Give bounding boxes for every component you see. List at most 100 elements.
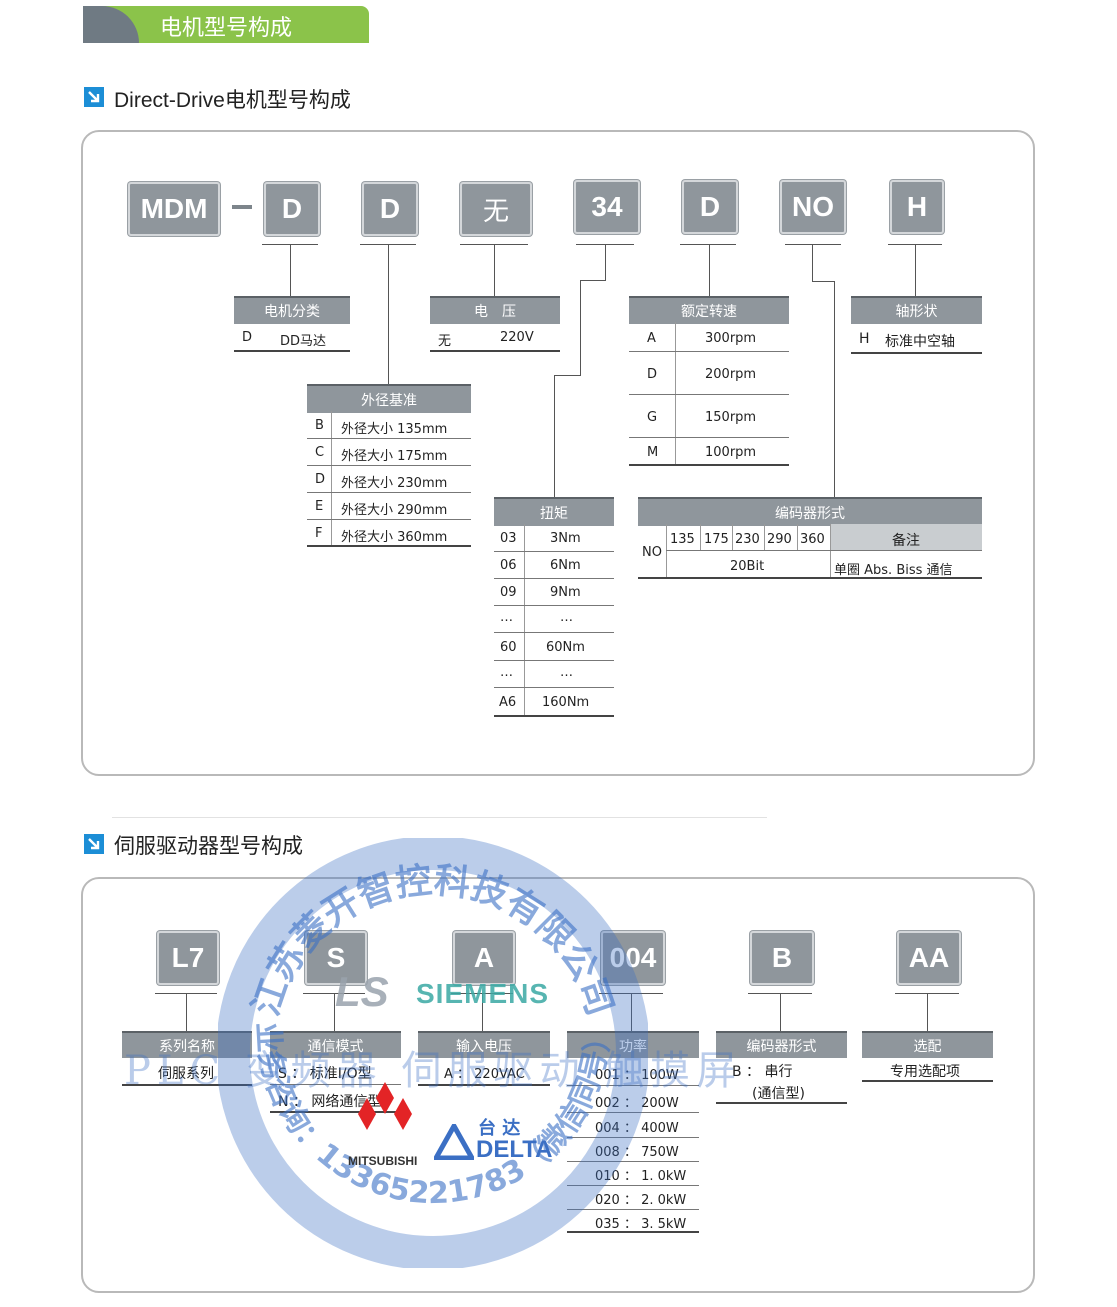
- connector: [482, 993, 483, 1031]
- table-header: 电 压: [430, 296, 560, 324]
- table-rule: [567, 1112, 699, 1113]
- table-cell: 004 ： 400W: [595, 1121, 679, 1136]
- table-rule: [638, 577, 982, 579]
- table-rule: [629, 464, 789, 466]
- table-header: 通信模式: [270, 1031, 401, 1058]
- size-cell: 135: [670, 532, 695, 547]
- table-rule: [629, 394, 789, 395]
- connector: [290, 244, 291, 296]
- table-cell: F: [315, 526, 323, 541]
- table-cell: …: [560, 610, 573, 625]
- encoder-code: NO: [642, 545, 662, 560]
- table-cell: 外径大小 175mm: [341, 449, 448, 464]
- connector: [580, 280, 606, 281]
- section1-panel: [81, 130, 1035, 776]
- resolution-cell: 20Bit: [730, 559, 765, 574]
- table-cell: 外径大小 360mm: [341, 530, 448, 545]
- drive-encoder-table: 编码器形式 B ： 串行 (通信型): [716, 1031, 847, 1107]
- table-cell: 60Nm: [546, 640, 585, 655]
- table-header: 输入电压: [418, 1031, 550, 1058]
- table-rule: [122, 1084, 252, 1086]
- code-box-series: L7: [157, 931, 219, 985]
- connector: [812, 281, 834, 282]
- connector: [554, 375, 581, 376]
- table-cell: 150rpm: [705, 410, 757, 425]
- motor-class-table: 电机分类 D DD马达: [234, 296, 350, 352]
- code-box-input: A: [453, 931, 515, 985]
- table-header: 功率: [567, 1031, 699, 1058]
- series-table: 系列名称 伺服系列: [122, 1031, 252, 1087]
- table-rule: [666, 550, 982, 551]
- table-header: 电机分类: [234, 296, 350, 324]
- table-cell: 035 ： 3. 5kW: [595, 1217, 687, 1232]
- table-rule: [629, 437, 789, 438]
- code-dash: [232, 205, 252, 209]
- table-rule: [567, 1161, 699, 1162]
- column-divider: [797, 524, 798, 550]
- table-cell: 9Nm: [550, 585, 581, 600]
- table-cell: 020 ： 2. 0kW: [595, 1193, 687, 1208]
- table-cell: 300rpm: [705, 331, 757, 346]
- connector: [834, 281, 835, 497]
- comm-table: 通信模式 S ： 标准I/O型 N ： 网络通信型: [270, 1031, 401, 1115]
- connector: [927, 993, 928, 1031]
- table-cell: 6Nm: [550, 558, 581, 573]
- table-cell: D: [242, 330, 253, 345]
- table-cell: (通信型): [752, 1086, 805, 1102]
- table-rule: [418, 1084, 550, 1086]
- code-box-encoder: B: [750, 931, 814, 985]
- connector: [494, 244, 495, 296]
- table-cell: 外径大小 290mm: [341, 503, 448, 518]
- table-rule: [851, 352, 982, 354]
- table-cell: 06: [500, 558, 517, 573]
- column-divider: [700, 524, 701, 550]
- table-cell: 002 ： 200W: [595, 1096, 679, 1111]
- table-cell: D: [647, 367, 658, 382]
- connector: [580, 280, 581, 376]
- torque-table: 扭矩 03 3Nm 06 6Nm 09 9Nm … … 60 60Nm … … …: [494, 497, 614, 719]
- table-rule: [494, 632, 614, 633]
- table-header: 编码器形式: [638, 497, 982, 526]
- code-box-shaft: H: [890, 180, 944, 234]
- code-box-diameter: D: [362, 182, 418, 236]
- table-cell: 60: [500, 640, 517, 655]
- table-rule: [494, 660, 614, 661]
- table-cell: 001 ： 100W: [595, 1068, 679, 1083]
- table-cell: 专用选配项: [890, 1064, 960, 1080]
- table-cell: DD马达: [280, 334, 327, 349]
- table-rule: [567, 1209, 699, 1210]
- connector: [186, 993, 187, 1031]
- underline: [680, 244, 736, 245]
- note-cell: 单圈 Abs. Biss 通信: [834, 563, 953, 578]
- table-cell: C: [315, 445, 325, 460]
- power-table: 功率 001 ： 100W 002 ： 200W 004 ： 400W 008 …: [567, 1031, 699, 1235]
- table-rule: [716, 1102, 847, 1104]
- table-cell: 3Nm: [550, 531, 581, 546]
- column-divider: [666, 524, 667, 578]
- table-rule: [307, 438, 471, 439]
- table-rule: [494, 687, 614, 688]
- table-rule: [567, 1137, 699, 1138]
- table-cell: …: [500, 665, 513, 680]
- table-cell: B ： 串行: [732, 1064, 793, 1080]
- diameter-table: 外径基准 B 外径大小 135mm C 外径大小 175mm D 外径大小 23…: [307, 384, 471, 550]
- column-divider: [764, 524, 765, 550]
- table-cell: …: [560, 665, 573, 680]
- table-header: 编码器形式: [716, 1031, 847, 1058]
- size-cell: 230: [735, 532, 760, 547]
- table-rule: [862, 1080, 993, 1082]
- code-box-speed: D: [682, 180, 738, 234]
- column-divider: [331, 411, 332, 547]
- connector: [915, 244, 916, 296]
- input-table: 输入电压 A ： 220VAC: [418, 1031, 550, 1087]
- table-rule: [307, 492, 471, 493]
- table-rule: [567, 1085, 699, 1086]
- table-rule: [494, 715, 614, 717]
- code-box-option: AA: [897, 931, 961, 985]
- table-cell: 100rpm: [705, 445, 757, 460]
- connector: [605, 244, 606, 280]
- connector: [780, 993, 781, 1031]
- table-header: 选配: [862, 1031, 993, 1058]
- size-cell: 290: [767, 532, 792, 547]
- code-box-series: MDM: [128, 182, 220, 236]
